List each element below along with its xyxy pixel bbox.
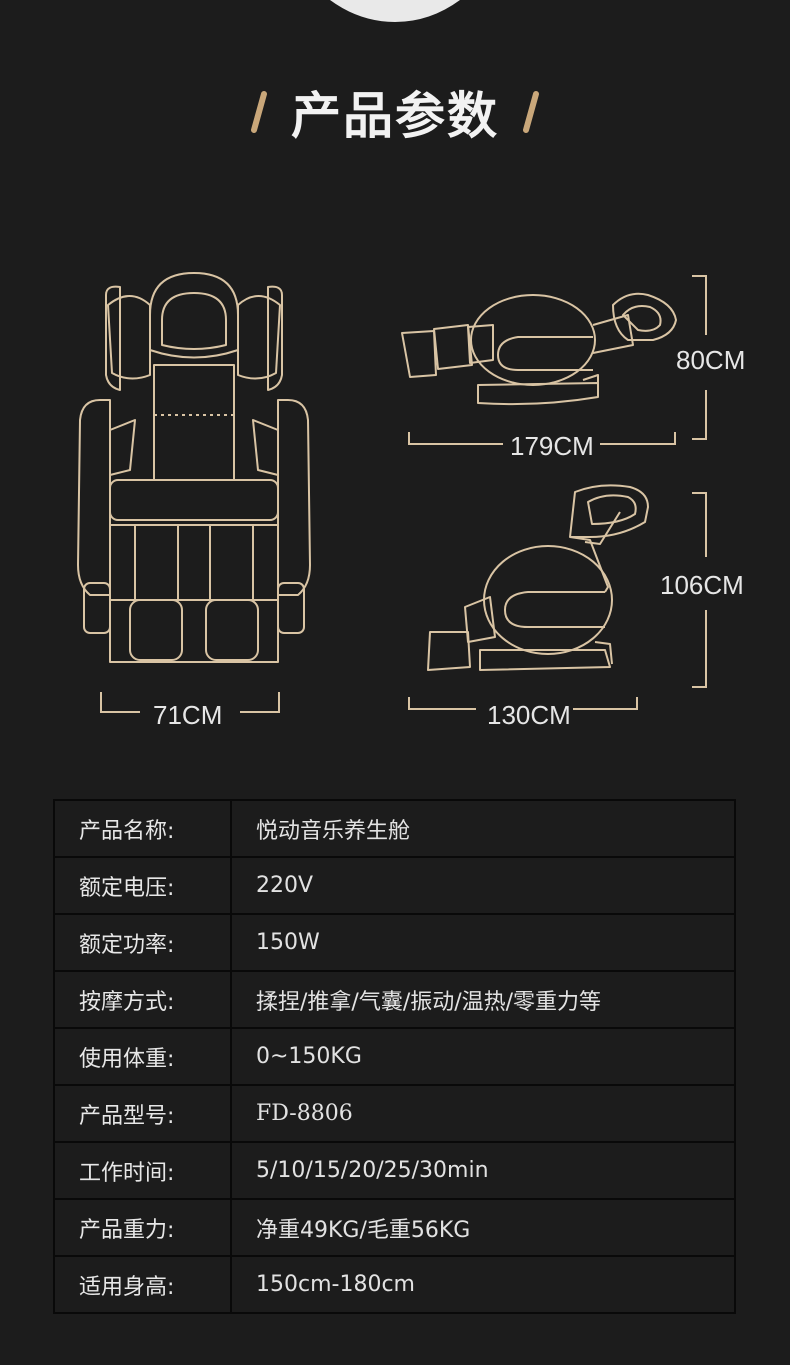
spec-value: 0~150KG (230, 1027, 736, 1086)
side-length-label: 179CM (510, 431, 594, 461)
spec-value: FD-8806 (230, 1084, 736, 1143)
page-title: 产品参数 (291, 87, 499, 145)
section-title: 产品参数 (0, 72, 790, 152)
dimension-diagrams: 71CM 179CM 80CM (0, 250, 790, 750)
spec-value: 揉捏/推拿/气囊/振动/温热/零重力等 (230, 970, 736, 1029)
table-row: 工作时间: 5/10/15/20/25/30min (53, 1141, 736, 1200)
table-row: 使用体重: 0~150KG (53, 1027, 736, 1086)
spec-table: 产品名称: 悦动音乐养生舱 额定电压: 220V 额定功率: 150W 按摩方式… (53, 799, 736, 1314)
spec-value: 150cm-180cm (230, 1255, 736, 1314)
table-row: 产品名称: 悦动音乐养生舱 (53, 799, 736, 858)
top-notch-decoration (330, 0, 460, 22)
seated-height-bracket (692, 492, 707, 688)
spec-value: 净重49KG/毛重56KG (230, 1198, 736, 1257)
side-height-bracket (692, 275, 707, 440)
spec-label: 使用体重: (53, 1027, 232, 1086)
seated-height-label: 106CM (660, 570, 744, 600)
chair-reclined-side-view-icon (401, 292, 677, 406)
table-row: 产品重力: 净重49KG/毛重56KG (53, 1198, 736, 1257)
seated-length-label: 130CM (487, 700, 571, 730)
table-row: 产品型号: FD-8806 (53, 1084, 736, 1143)
spec-label: 额定功率: (53, 913, 232, 972)
chair-seated-side-view-icon (427, 484, 649, 671)
slash-left-icon (251, 91, 267, 133)
seated-length-bracket (408, 697, 638, 710)
spec-label: 产品重力: (53, 1198, 232, 1257)
table-row: 额定功率: 150W (53, 913, 736, 972)
front-width-label: 71CM (153, 700, 223, 730)
side-length-bracket (408, 432, 676, 445)
spec-label: 按摩方式: (53, 970, 232, 1029)
spec-label: 工作时间: (53, 1141, 232, 1200)
chair-front-view-icon (77, 272, 311, 663)
spec-label: 产品名称: (53, 799, 232, 858)
spec-value: 220V (230, 856, 736, 915)
front-width-bracket (100, 692, 280, 713)
table-row: 按摩方式: 揉捏/推拿/气囊/振动/温热/零重力等 (53, 970, 736, 1029)
spec-label: 额定电压: (53, 856, 232, 915)
spec-label: 产品型号: (53, 1084, 232, 1143)
spec-label: 适用身高: (53, 1255, 232, 1314)
side-height-label: 80CM (676, 345, 746, 375)
spec-value: 悦动音乐养生舱 (230, 799, 736, 858)
table-row: 适用身高: 150cm-180cm (53, 1255, 736, 1314)
table-row: 额定电压: 220V (53, 856, 736, 915)
spec-value: 5/10/15/20/25/30min (230, 1141, 736, 1200)
slash-right-icon (523, 91, 539, 133)
spec-value: 150W (230, 913, 736, 972)
